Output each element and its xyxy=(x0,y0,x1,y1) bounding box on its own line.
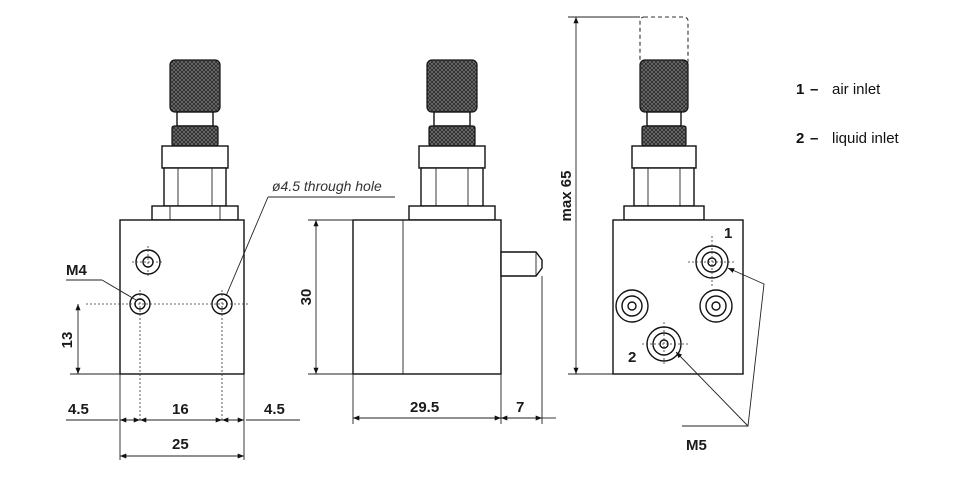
right-lock-nut xyxy=(641,125,687,147)
right-view: 1 2 max 65 M5 xyxy=(558,16,765,454)
adjustment-knob xyxy=(169,59,221,113)
dim-13: 13 xyxy=(59,332,76,349)
dim-max-65: max 65 xyxy=(558,171,575,222)
svg-text:liquid inlet: liquid inlet xyxy=(832,130,900,147)
front-view: M4 ø4.5 through hole 13 4.5 16 4.5 25 xyxy=(59,59,395,460)
knob-max-extension xyxy=(639,16,689,66)
dim-25: 25 xyxy=(172,436,189,453)
hex-nut xyxy=(163,167,227,207)
lock-nut xyxy=(171,125,219,147)
port-1-label: 1 xyxy=(724,225,732,242)
svg-text:air inlet: air inlet xyxy=(832,81,881,98)
hole-note: ø4.5 through hole xyxy=(272,178,382,194)
knob-shaft xyxy=(176,111,214,127)
thread-label-m4: M4 xyxy=(66,262,87,279)
side-lock-nut xyxy=(428,125,476,147)
right-knob xyxy=(639,59,689,113)
svg-text:–: – xyxy=(810,130,818,147)
dim-4-5-right: 4.5 xyxy=(264,401,285,418)
bonnet xyxy=(161,145,229,169)
side-view: 30 29.5 7 xyxy=(298,59,556,424)
svg-text:1: 1 xyxy=(796,81,804,98)
dim-29-5: 29.5 xyxy=(410,399,439,416)
thread-label-m5: M5 xyxy=(686,437,707,454)
dim-16: 16 xyxy=(172,401,189,418)
dim-4-5-left: 4.5 xyxy=(68,401,89,418)
port-2-label: 2 xyxy=(628,349,636,366)
dim-7: 7 xyxy=(516,399,524,416)
base-nut xyxy=(151,205,239,221)
legend-item-air-inlet: 1 – air inlet xyxy=(796,81,881,98)
svg-text:–: – xyxy=(810,81,818,98)
valve-body-side xyxy=(352,219,502,375)
dim-30: 30 xyxy=(298,289,315,306)
side-knob xyxy=(426,59,478,113)
legend: 1 – air inlet 2 – liquid inlet xyxy=(796,81,900,147)
legend-item-liquid-inlet: 2 – liquid inlet xyxy=(796,130,900,147)
svg-text:2: 2 xyxy=(796,130,804,147)
